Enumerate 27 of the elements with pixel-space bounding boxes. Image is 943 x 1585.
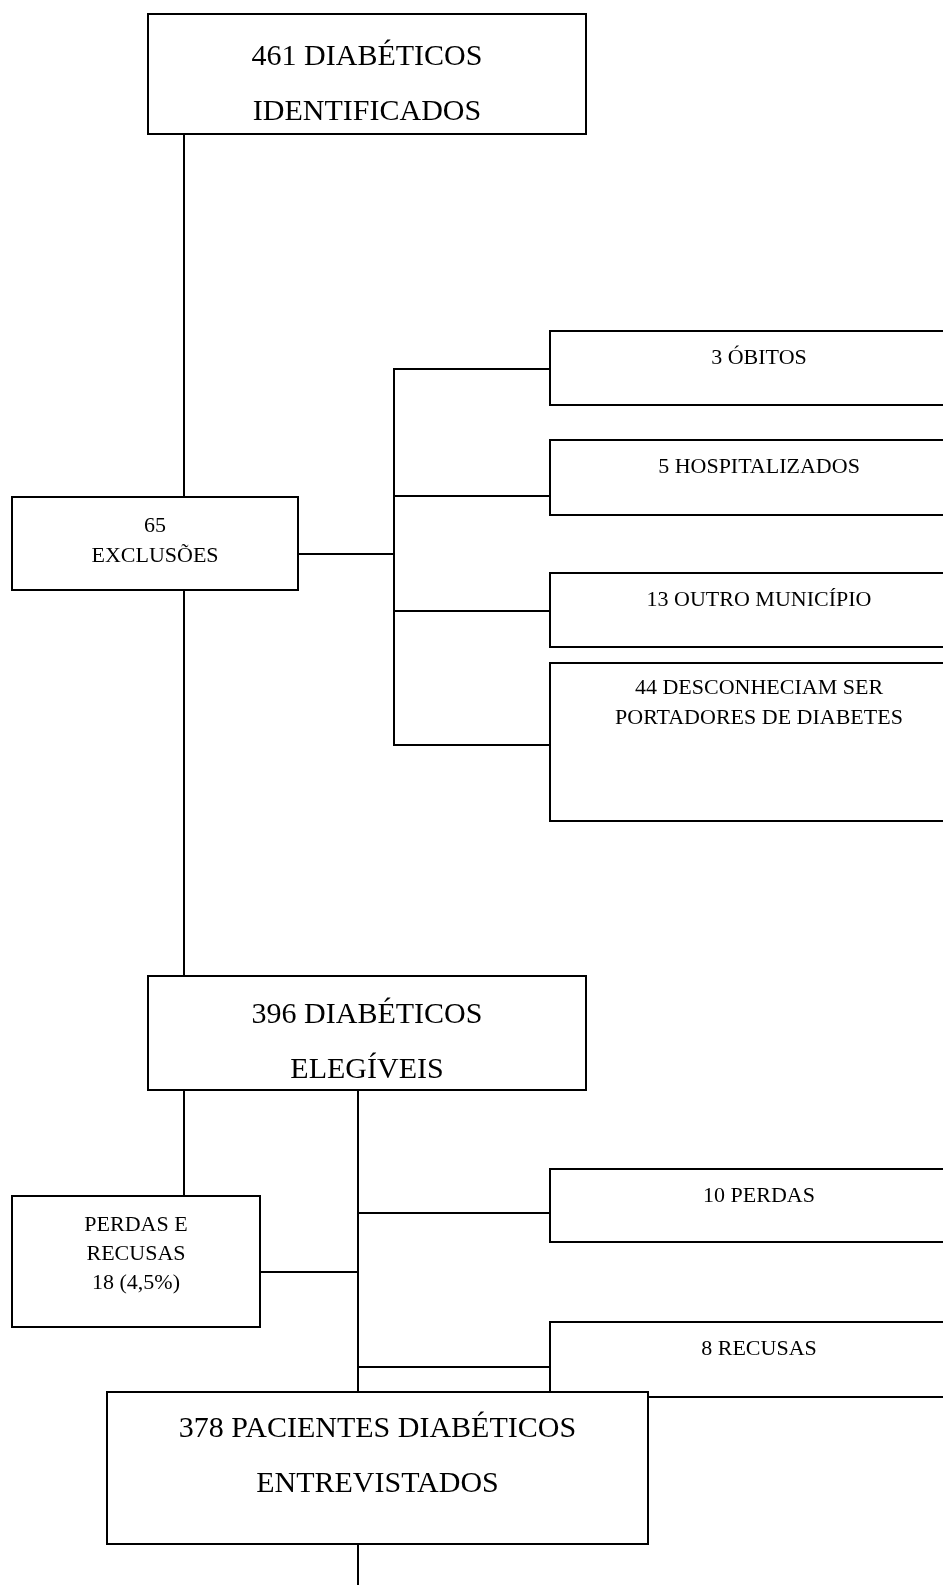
process-box	[11, 496, 299, 591]
box-label: 10 PERDAS	[703, 1181, 815, 1209]
box-label: 3 ÓBITOS	[711, 343, 807, 371]
box-label: 378 PACIENTES DIABÉTICOS ENTREVISTADOS	[177, 1409, 578, 1500]
box-label: 5 HOSPITALIZADOS	[658, 452, 860, 480]
process-box	[147, 975, 587, 1091]
process-box	[549, 1168, 943, 1243]
connector-line	[183, 1090, 185, 1196]
process-box	[106, 1391, 649, 1545]
connector-line	[183, 134, 185, 497]
box-label: PERDAS E RECUSAS 18 (4,5%)	[83, 1210, 189, 1296]
box-label: 44 DESCONHECIAM SER PORTADORES DE DIABETES	[614, 673, 904, 731]
box-label: 65 EXCLUSÕES	[90, 511, 220, 569]
box-label: 8 RECUSAS	[701, 1334, 817, 1362]
process-box	[549, 1321, 943, 1398]
box-label: 13 OUTRO MUNICÍPIO	[646, 585, 872, 613]
process-box	[549, 572, 943, 648]
process-box	[549, 662, 943, 822]
connector-line	[183, 590, 185, 976]
box-label: 396 DIABÉTICOS ELEGÍVEIS	[250, 995, 484, 1086]
box-label: 461 DIABÉTICOS IDENTIFICADOS	[250, 37, 484, 128]
process-box	[549, 330, 943, 406]
process-box	[147, 13, 587, 135]
process-box	[11, 1195, 261, 1328]
process-box	[549, 439, 943, 516]
connector-line	[357, 1090, 359, 1392]
connector-line	[357, 1544, 359, 1585]
